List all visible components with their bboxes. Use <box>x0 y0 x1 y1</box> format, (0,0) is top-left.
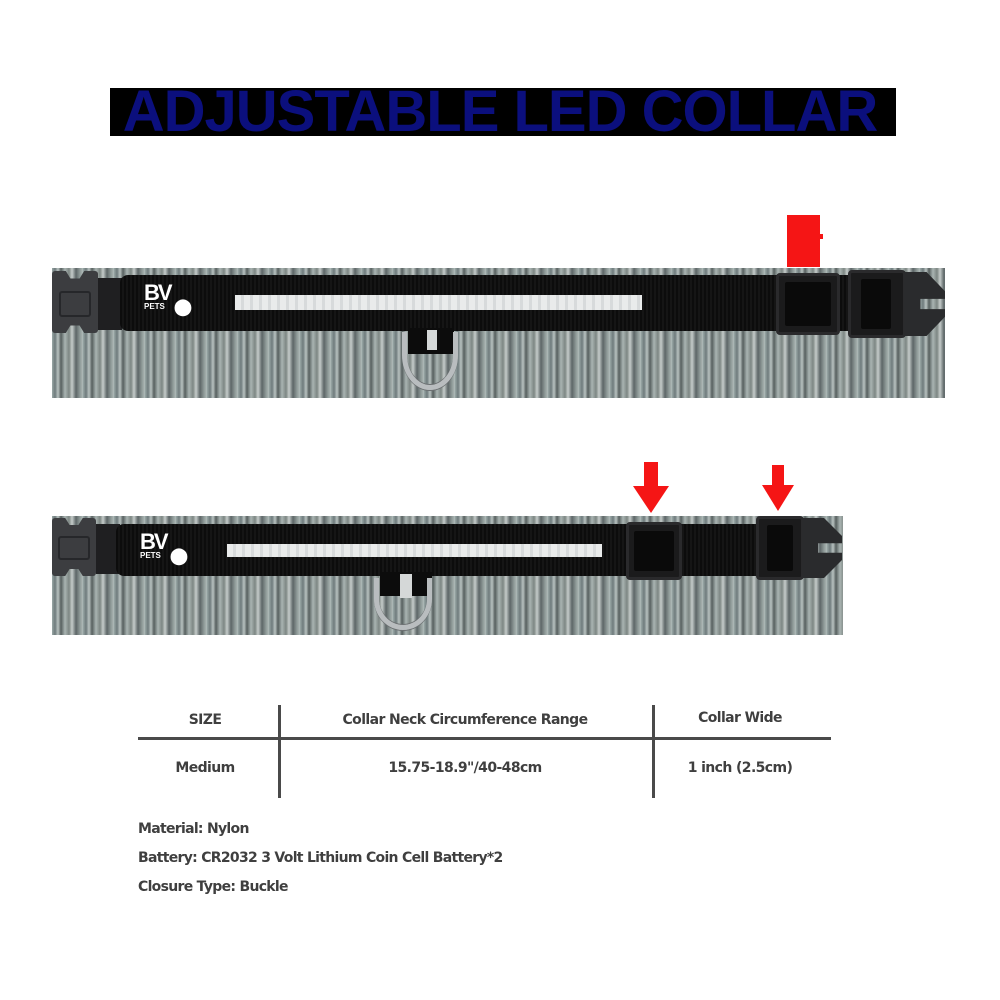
spec-battery: Battery: CR2032 3 Volt Lithium Coin Cell… <box>138 850 503 866</box>
table-header-circumference: Collar Neck Circumference Range <box>342 712 589 728</box>
collar-image-long: BV PETS ⬤ <box>52 268 945 398</box>
logo-bv: BV <box>144 280 173 305</box>
slider-buckle <box>626 522 682 580</box>
collar-image-short: BV PETS ⬤ <box>52 516 843 635</box>
title-backdrop <box>110 88 896 136</box>
red-arrow-down-icon <box>633 462 669 513</box>
buckle-dog-emboss-icon <box>59 291 91 317</box>
table-column-divider-1 <box>278 705 281 798</box>
male-buckle-frame <box>756 516 804 580</box>
table-cell-width: 1 inch (2.5cm) <box>687 760 793 776</box>
table-header-divider <box>138 737 831 740</box>
spec-closure: Closure Type: Buckle <box>138 879 289 895</box>
page-title: ADJUSTABLE LED COLLAR <box>122 79 878 144</box>
table-header-size: SIZE <box>188 712 222 728</box>
d-ring <box>402 332 458 390</box>
table-column-divider-2 <box>652 705 655 798</box>
logo-bv: BV <box>140 529 169 554</box>
d-ring <box>374 578 432 630</box>
logo-pets: PETS <box>140 551 161 560</box>
spec-material: Material: Nylon <box>138 821 249 837</box>
table-header-width: Collar Wide <box>698 710 782 726</box>
paw-icon: ⬤ <box>174 299 192 316</box>
brand-logo: BV PETS ⬤ <box>140 531 190 565</box>
logo-pets: PETS <box>144 302 165 311</box>
led-reflective-strip <box>227 544 602 557</box>
brand-logo: BV PETS ⬤ <box>144 282 194 316</box>
male-buckle-prong <box>802 518 842 578</box>
red-arrow-down-icon <box>762 465 794 511</box>
buckle-neck <box>98 278 122 330</box>
led-reflective-strip <box>235 295 642 310</box>
red-arrow-notch <box>818 234 823 239</box>
male-buckle-prong <box>904 272 945 336</box>
male-buckle-frame <box>848 270 906 338</box>
table-cell-size: Medium <box>175 760 235 776</box>
table-cell-circumference: 15.75-18.9"/40-48cm <box>388 760 542 776</box>
buckle-dog-emboss-icon <box>58 536 90 560</box>
female-buckle <box>52 271 98 333</box>
red-arrow-down-icon <box>787 215 820 267</box>
slider-buckle <box>776 273 840 335</box>
female-buckle <box>52 518 96 576</box>
paw-icon: ⬤ <box>170 548 188 565</box>
